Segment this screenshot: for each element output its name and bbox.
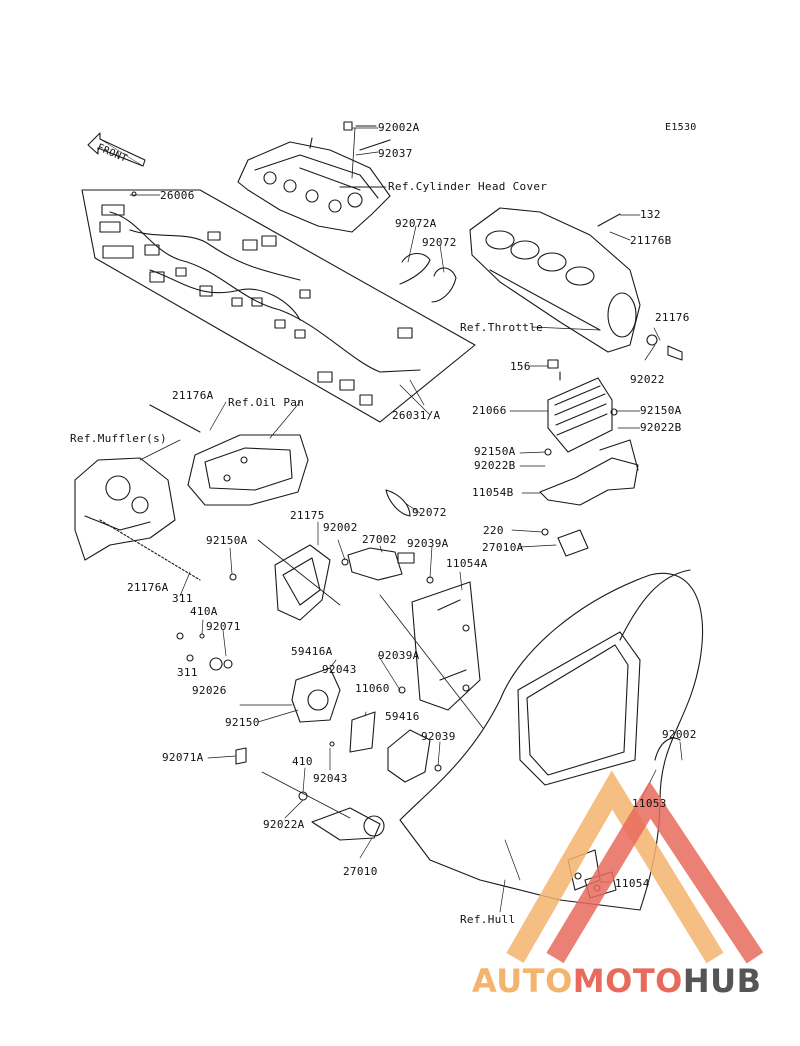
part-92002-right: 92002 <box>662 728 697 741</box>
watermark-part1: AUTO <box>472 962 573 1000</box>
part-92039: 92039 <box>421 730 456 743</box>
part-92150: 92150 <box>225 716 260 729</box>
part-92026: 92026 <box>192 684 227 697</box>
part-11054A: 11054A <box>446 557 488 570</box>
part-26031A: 26031/A <box>392 409 441 422</box>
part-21176A-bottom: 21176A <box>127 581 169 594</box>
part-92002-mid: 92002 <box>323 521 358 534</box>
part-21066: 21066 <box>472 404 507 417</box>
part-21175: 21175 <box>290 509 325 522</box>
oil-pan <box>149 404 309 506</box>
part-26006: 26006 <box>160 189 195 202</box>
part-92072-mid: 92072 <box>412 506 447 519</box>
part-311-b: 311 <box>177 666 198 679</box>
figure-code: E1530 <box>665 122 697 133</box>
part-220: 220 <box>483 524 504 537</box>
part-92150A-left: 92150A <box>206 534 248 547</box>
part-92043-a: 92043 <box>322 663 357 676</box>
part-92072-top: 92072 <box>422 236 457 249</box>
leader-lines <box>129 127 683 913</box>
ref-throttle: Ref.Throttle <box>460 321 544 334</box>
ref-hull: Ref.Hull <box>460 913 516 926</box>
part-410: 410 <box>292 755 313 768</box>
part-132: 132 <box>640 208 661 221</box>
part-11054: 11054 <box>615 877 650 890</box>
part-27010: 27010 <box>343 865 378 878</box>
part-92022B-right: 92022B <box>640 421 682 434</box>
part-410A: 410A <box>190 605 218 618</box>
part-92150A-mid: 92150A <box>474 445 516 458</box>
part-92150A-right: 92150A <box>640 404 682 417</box>
part-92037: 92037 <box>378 147 413 160</box>
electrical-box <box>176 539 501 841</box>
harness-box <box>81 189 476 423</box>
watermark-part3: HUB <box>682 962 762 1000</box>
throttle-body <box>469 207 683 361</box>
part-92072A: 92072A <box>395 217 437 230</box>
ref-cylinder-head-cover: Ref.Cylinder Head Cover <box>388 180 548 193</box>
part-27010A: 27010A <box>482 541 524 554</box>
watermark-part2: MOTO <box>572 962 683 1000</box>
part-92039A-top: 92039A <box>407 537 449 550</box>
part-92071A: 92071A <box>162 751 204 764</box>
muffler <box>74 457 201 581</box>
ref-mufflers: Ref.Muffler(s) <box>70 432 167 445</box>
part-92071: 92071 <box>206 620 241 633</box>
part-92022: 92022 <box>630 373 665 386</box>
part-311-a: 311 <box>172 592 193 605</box>
part-27002: 27002 <box>362 533 397 546</box>
part-11053: 11053 <box>632 797 667 810</box>
part-59416A: 59416A <box>291 645 333 658</box>
ref-oil-pan: Ref.Oil Pan <box>228 396 305 409</box>
part-11054B: 11054B <box>472 486 514 499</box>
part-92022A: 92022A <box>263 818 305 831</box>
cylinder-head-cover <box>237 121 391 233</box>
part-59416: 59416 <box>385 710 420 723</box>
part-21176A-top: 21176A <box>172 389 214 402</box>
part-11060: 11060 <box>355 682 390 695</box>
part-92022B-mid: 92022B <box>474 459 516 472</box>
regulator-and-brackets <box>539 359 639 557</box>
part-156: 156 <box>510 360 531 373</box>
clamps-top <box>385 252 457 517</box>
watermark-logo-icon <box>506 770 764 964</box>
part-92039A-mid: 92039A <box>378 649 420 662</box>
front-arrow <box>87 132 146 167</box>
part-92043-b: 92043 <box>313 772 348 785</box>
part-21176B: 21176B <box>630 234 672 247</box>
part-92002A: 92002A <box>378 121 420 134</box>
part-21176: 21176 <box>655 311 690 324</box>
watermark-text: AUTOMOTOHUB <box>472 962 762 1000</box>
